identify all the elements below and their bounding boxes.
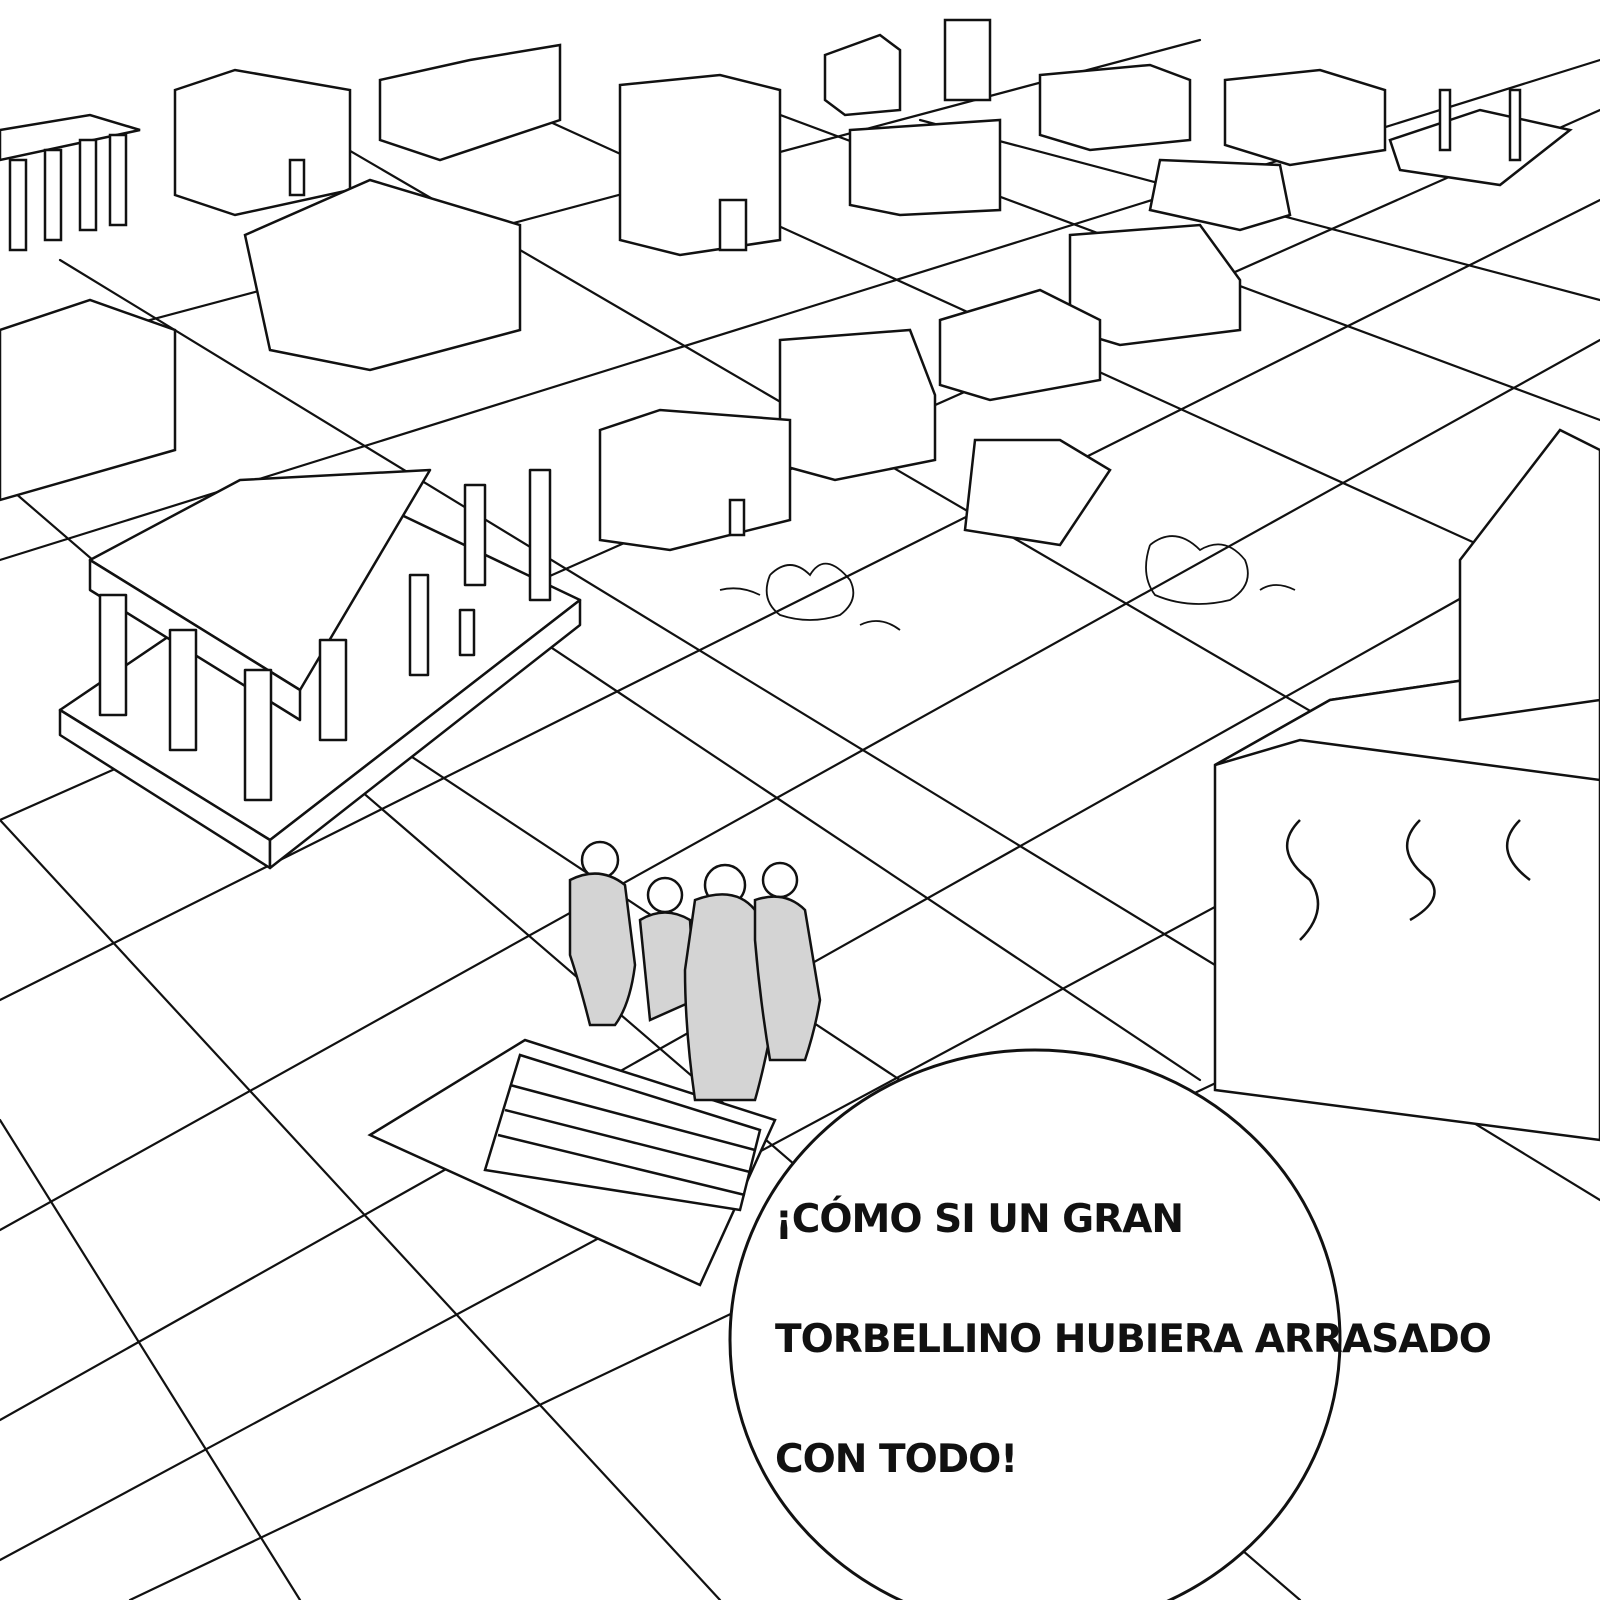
middle-buildings xyxy=(243,118,1292,552)
stairway-opening xyxy=(367,1038,777,1287)
colonnade-ruin xyxy=(0,113,177,502)
distant-buildings xyxy=(173,18,1573,257)
group-of-figures xyxy=(568,840,822,1102)
speech-line: ¡Cómo si un gran xyxy=(775,1197,1184,1242)
temple-ruin xyxy=(58,468,582,870)
large-ruined-structure xyxy=(1213,428,1600,1142)
speech-line: torbellino hubiera arrasado xyxy=(775,1317,1492,1362)
speech-bubble-text: ¡Cómo si un gran torbellino hubiera arra… xyxy=(775,1160,1492,1520)
speech-line: con todo! xyxy=(775,1437,1018,1482)
speech-bubble xyxy=(728,1048,1342,1600)
rubble xyxy=(719,535,1296,631)
